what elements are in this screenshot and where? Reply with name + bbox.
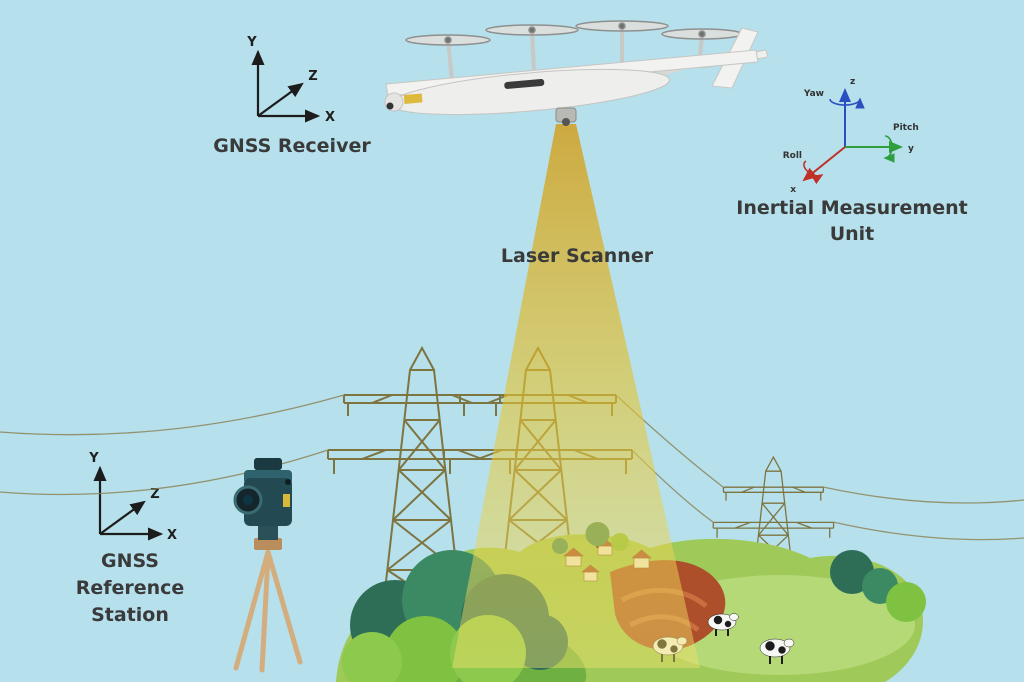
lens-inner [243,495,253,505]
uav-drone [384,20,769,126]
pitch-rotation-arrow [883,135,895,163]
tripod-head [254,538,282,550]
imu-label-line1: Inertial Measurement [736,197,967,219]
imu-pitch-label: Pitch [893,123,919,133]
reference-z-axis [99,500,146,535]
laser-scanner-label: Laser Scanner [501,245,654,267]
gnss-receiver-axes [251,49,321,123]
receiver-z-axis [257,82,304,117]
imu-z-label: z [850,77,855,87]
instrument-base [258,522,278,540]
gnss-receiver-label: GNSS Receiver [213,135,371,157]
gnss-reference-axes [93,465,164,541]
roll-rotation-arrow [803,160,824,185]
receiver-x-label: X [325,110,335,125]
gnss-ref-label-line2: Reference [76,577,185,599]
reference-z-label: Z [150,487,159,502]
cow [707,613,739,636]
propellers [405,20,743,46]
cow [759,638,795,664]
imu-x-label: x [790,185,796,195]
instrument-handle [254,458,282,470]
total-station [233,458,303,673]
receiver-y-label: Y [246,35,257,50]
reference-y-label: Y [88,451,99,466]
imu-axes [802,88,903,185]
imu-y-label: y [908,144,914,154]
scanner-aperture-icon [562,118,570,126]
gnss-ref-label-line3: Station [91,604,169,626]
imu-yaw-label: Yaw [803,89,824,99]
fuselage [390,68,670,116]
yaw-rotation-arrow [829,97,865,109]
reference-x-label: X [167,528,177,543]
imu-roll-label: Roll [783,151,802,161]
laser-beam-cone [452,124,700,668]
gnss-ref-label-line1: GNSS [101,550,159,572]
bush-cluster-right [830,550,926,622]
imu-label-line2: Unit [830,223,875,245]
nose-camera-icon [386,102,394,110]
instrument-accent [283,494,290,507]
tripod-legs [233,549,303,673]
canopy-stripe [504,78,545,89]
receiver-z-label: Z [308,69,317,84]
nose-marking [403,93,423,104]
instrument-knob [285,479,291,485]
